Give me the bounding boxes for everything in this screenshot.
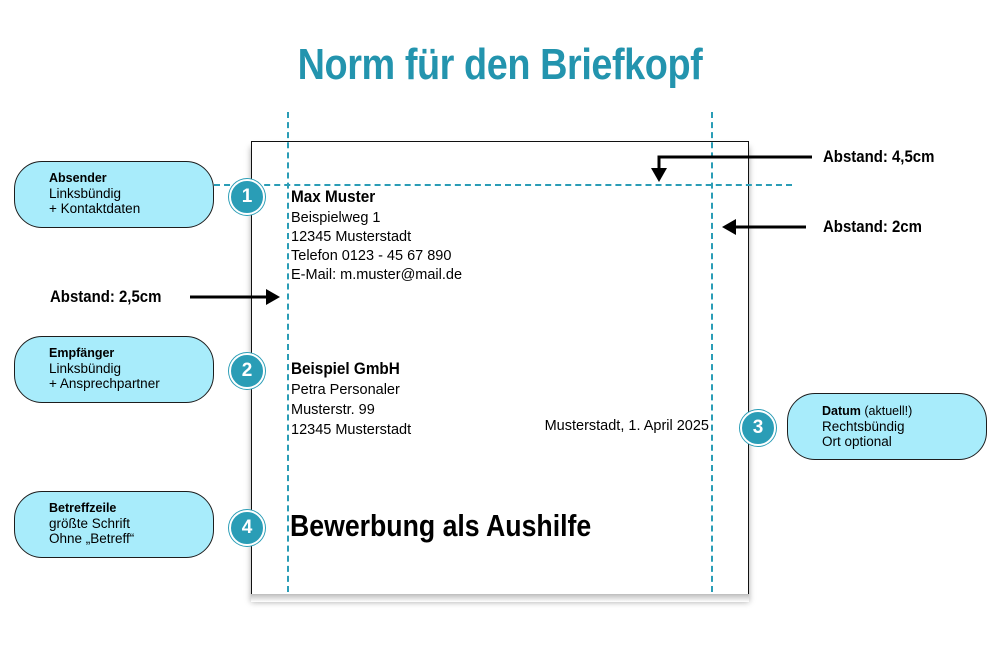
sender-street: Beispielweg 1 (291, 210, 381, 226)
distance-top-label: Abstand: 4,5cm (823, 147, 935, 166)
badge-3: 3 (740, 410, 776, 446)
note-absender: Absender Linksbündig + Kontaktdaten (14, 161, 214, 228)
distance-top-arrow (657, 155, 812, 176)
note-datum-heading: Datum (822, 404, 861, 418)
letter-date: Musterstadt, 1. April 2025 (544, 418, 709, 434)
note-betreff-heading: Betreffzeile (49, 501, 117, 515)
right-margin-guide (711, 112, 713, 592)
distance-right-label: Abstand: 2cm (823, 217, 922, 236)
recipient-contact: Petra Personaler (291, 382, 400, 398)
note-datum-line-2: Ort optional (822, 434, 892, 449)
note-empfaenger-line-1: Linksbündig (49, 361, 122, 376)
note-betreff: Betreffzeile größte Schrift Ohne „Betref… (14, 491, 214, 558)
sender-name: Max Muster (291, 187, 376, 206)
note-absender-line-2: + Kontaktdaten (49, 201, 141, 216)
note-datum: Datum (aktuell!) Rechtsbündig Ort option… (787, 393, 987, 460)
note-empfaenger-line-2: + Ansprechpartner (49, 376, 160, 391)
recipient-name: Beispiel GmbH (291, 359, 400, 378)
sender-city: 12345 Musterstadt (291, 229, 412, 245)
letter-sheet (251, 141, 749, 596)
recipient-city: 12345 Musterstadt (291, 422, 412, 438)
page-title: Norm für den Briefkopf (297, 40, 703, 89)
distance-left-label: Abstand: 2,5cm (50, 287, 162, 306)
badge-4: 4 (229, 510, 265, 546)
distance-top-arrow-head (651, 168, 667, 182)
note-datum-line-1: Rechtsbündig (822, 419, 905, 434)
note-absender-heading: Absender (49, 171, 107, 185)
badge-1: 1 (229, 179, 265, 215)
note-betreff-line-1: größte Schrift (49, 516, 131, 531)
note-datum-heading-suffix: (aktuell!) (860, 404, 913, 418)
note-empfaenger-heading: Empfänger (49, 346, 115, 360)
left-margin-guide (287, 112, 289, 592)
recipient-street: Musterstr. 99 (291, 402, 375, 418)
sender-email: E-Mail: m.muster@mail.de (291, 267, 463, 283)
top-margin-guide (214, 184, 792, 186)
sender-phone: Telefon 0123 - 45 67 890 (291, 248, 452, 264)
distance-right-arrow-head (722, 219, 736, 235)
distance-left-arrow-head (266, 289, 280, 305)
paper-torn-edge (251, 594, 749, 602)
letter-subject: Bewerbung als Aushilfe (290, 508, 592, 543)
note-betreff-line-2: Ohne „Betreff“ (49, 531, 135, 546)
note-absender-line-1: Linksbündig (49, 186, 122, 201)
note-empfaenger: Empfänger Linksbündig + Ansprechpartner (14, 336, 214, 403)
badge-2: 2 (229, 353, 265, 389)
